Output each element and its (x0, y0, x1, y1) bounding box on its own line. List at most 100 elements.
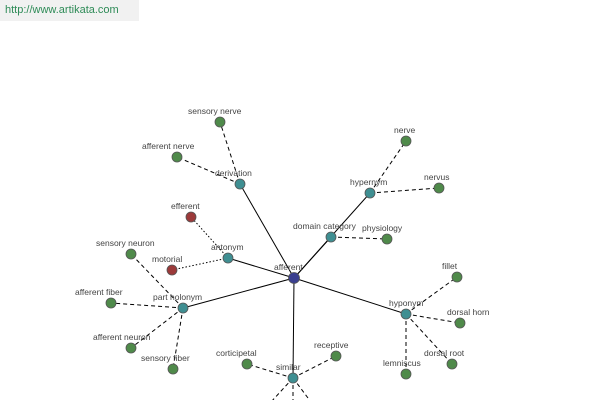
edge-part-holonym-to-afferent-fiber (110, 302, 184, 309)
node-label-sensory-fiber: sensory fiber (141, 353, 190, 363)
node-label-domain-category: domain category (293, 221, 357, 231)
edge-similar-offscreen-3 (292, 377, 311, 400)
node-hyponym[interactable]: hyponym (389, 298, 424, 320)
node-marker-part-holonym[interactable] (177, 302, 189, 314)
node-label-afferent-fiber: afferent fiber (75, 287, 123, 297)
node-marker-nervus[interactable] (433, 182, 445, 194)
edge-similar-offscreen-1 (272, 377, 294, 400)
node-label-motorial: motorial (152, 254, 182, 264)
node-label-nervus: nervus (424, 172, 450, 182)
node-marker-derivation[interactable] (234, 178, 246, 190)
site-url-link[interactable]: http://www.artikata.com (5, 4, 119, 16)
node-label-lemniscus: lemniscus (383, 358, 421, 368)
node-afferent[interactable]: afferent (274, 262, 303, 284)
node-marker-sensory-nerve[interactable] (214, 116, 226, 128)
node-label-antonym: antonym (211, 242, 244, 252)
node-marker-efferent[interactable] (185, 211, 197, 223)
edge-hypernym-to-nerve (369, 140, 407, 194)
node-nervus[interactable]: nervus (424, 172, 450, 194)
node-marker-afferent-neuron[interactable] (125, 342, 137, 354)
node-similar[interactable]: similar (276, 362, 301, 384)
node-marker-nerve[interactable] (400, 135, 412, 147)
node-marker-antonym[interactable] (222, 252, 234, 264)
node-receptive[interactable]: receptive (314, 340, 349, 362)
node-marker-afferent-nerve[interactable] (171, 151, 183, 163)
edge-part-holonym-to-sensory-neuron (130, 253, 184, 309)
node-label-hypernym: hypernym (350, 177, 387, 187)
node-dorsal-root[interactable]: dorsal root (424, 348, 465, 370)
node-derivation[interactable]: derivation (215, 168, 252, 190)
node-marker-physiology[interactable] (381, 233, 393, 245)
edge-afferent-to-part-holonym (182, 277, 295, 309)
node-label-similar: similar (276, 362, 301, 372)
edge-afferent-to-hyponym (293, 277, 407, 315)
node-label-dorsal-horn: dorsal horn (447, 307, 490, 317)
node-marker-sensory-neuron[interactable] (125, 248, 137, 260)
edge-afferent-to-domain-category (293, 236, 332, 279)
edge-antonym-to-motorial (171, 257, 229, 271)
node-marker-motorial[interactable] (166, 264, 178, 276)
node-marker-afferent-fiber[interactable] (105, 297, 117, 309)
node-marker-afferent[interactable] (288, 272, 300, 284)
node-motorial[interactable]: motorial (152, 254, 182, 276)
node-label-nerve: nerve (394, 125, 416, 135)
node-sensory-neuron[interactable]: sensory neuron (96, 238, 155, 260)
edge-hyponym-to-dorsal-horn (405, 313, 461, 324)
node-efferent[interactable]: efferent (171, 201, 200, 223)
node-label-sensory-neuron: sensory neuron (96, 238, 155, 248)
node-corticipetal[interactable]: corticipetal (216, 348, 257, 370)
node-fillet[interactable]: fillet (442, 261, 463, 283)
node-sensory-nerve[interactable]: sensory nerve (188, 106, 242, 128)
edge-derivation-to-sensory-nerve (219, 121, 241, 185)
edge-afferent-to-derivation (239, 183, 295, 279)
node-label-afferent: afferent (274, 262, 303, 272)
edge-domain-category-to-physiology (330, 236, 388, 240)
node-label-dorsal-root: dorsal root (424, 348, 465, 358)
url-banner: http://www.artikata.com (0, 0, 139, 21)
node-marker-sensory-fiber[interactable] (167, 363, 179, 375)
node-afferent-nerve[interactable]: afferent nerve (142, 141, 195, 163)
node-marker-similar[interactable] (287, 372, 299, 384)
node-part-holonym[interactable]: part holonym (153, 292, 202, 314)
node-marker-hyponym[interactable] (400, 308, 412, 320)
node-physiology[interactable]: physiology (362, 223, 403, 245)
edge-part-holonym-to-sensory-fiber (172, 307, 184, 370)
edge-hypernym-to-nervus (369, 187, 440, 194)
node-label-corticipetal: corticipetal (216, 348, 257, 358)
edge-antonym-to-efferent (190, 216, 229, 259)
edge-afferent-to-similar (292, 277, 295, 379)
node-marker-dorsal-root[interactable] (446, 358, 458, 370)
node-label-part-holonym: part holonym (153, 292, 202, 302)
node-domain-category[interactable]: domain category (293, 221, 357, 243)
node-marker-lemniscus[interactable] (400, 368, 412, 380)
node-label-hyponym: hyponym (389, 298, 424, 308)
edge-part-holonym-to-afferent-neuron (130, 307, 184, 349)
node-afferent-neuron[interactable]: afferent neuron (93, 332, 151, 354)
node-afferent-fiber[interactable]: afferent fiber (75, 287, 123, 309)
edge-similar-to-corticipetal (246, 363, 294, 379)
node-layer: afferent derivation hypernym domain categor… (75, 106, 490, 384)
node-marker-fillet[interactable] (451, 271, 463, 283)
node-sensory-fiber[interactable]: sensory fiber (141, 353, 190, 375)
node-label-physiology: physiology (362, 223, 403, 233)
node-marker-dorsal-horn[interactable] (454, 317, 466, 329)
node-lemniscus[interactable]: lemniscus (383, 358, 421, 380)
node-dorsal-horn[interactable]: dorsal horn (447, 307, 490, 329)
edge-similar-to-receptive (292, 355, 337, 379)
node-antonym[interactable]: antonym (211, 242, 244, 264)
node-nerve[interactable]: nerve (394, 125, 416, 147)
edge-hyponym-to-dorsal-root (405, 313, 453, 365)
node-label-sensory-nerve: sensory nerve (188, 106, 242, 116)
node-marker-domain-category[interactable] (325, 231, 337, 243)
node-marker-receptive[interactable] (330, 350, 342, 362)
node-label-efferent: efferent (171, 201, 200, 211)
node-marker-corticipetal[interactable] (241, 358, 253, 370)
node-label-fillet: fillet (442, 261, 458, 271)
node-hypernym[interactable]: hypernym (350, 177, 387, 199)
edge-derivation-to-afferent-nerve (176, 156, 241, 185)
edge-layer (110, 121, 461, 400)
node-label-receptive: receptive (314, 340, 349, 350)
edge-afferent-to-antonym (227, 257, 295, 279)
node-marker-hypernym[interactable] (364, 187, 376, 199)
